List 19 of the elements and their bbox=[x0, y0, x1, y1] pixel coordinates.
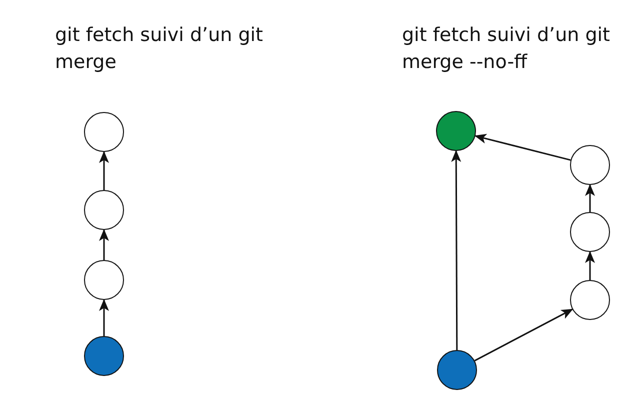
commit-circle bbox=[437, 350, 477, 390]
arrow bbox=[451, 150, 462, 350]
arrow bbox=[585, 251, 595, 280]
commit-circle bbox=[84, 260, 124, 300]
arrow bbox=[474, 308, 574, 362]
commit-circle bbox=[84, 112, 124, 152]
arrow bbox=[585, 184, 595, 212]
arrow bbox=[99, 229, 109, 260]
commit-circle bbox=[436, 111, 476, 151]
arrow bbox=[99, 151, 109, 190]
heading: git fetch suivi d’un git merge bbox=[55, 23, 264, 75]
commit-circle bbox=[570, 145, 610, 185]
heading: git fetch suivi d’un git merge --no-ff bbox=[402, 23, 611, 75]
commit-circle bbox=[570, 280, 610, 320]
commit-circle bbox=[570, 212, 610, 252]
arrow bbox=[99, 299, 109, 336]
commit-circle bbox=[84, 336, 124, 376]
commit-circle bbox=[84, 190, 124, 230]
arrow bbox=[474, 134, 571, 161]
